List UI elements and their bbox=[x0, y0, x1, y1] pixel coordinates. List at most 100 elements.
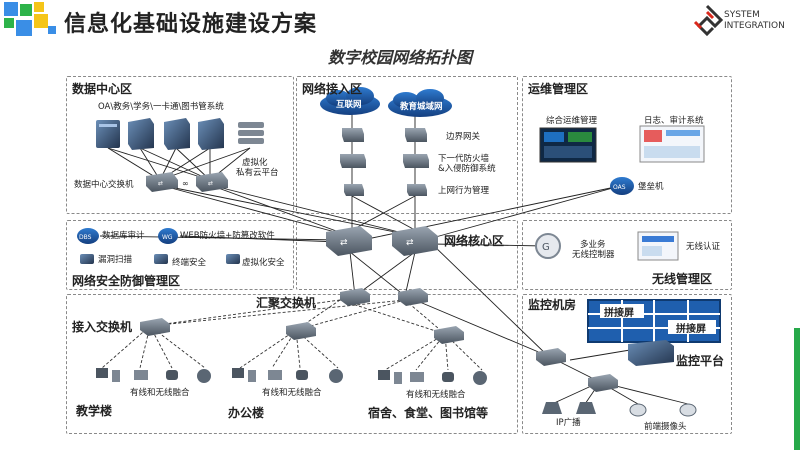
behavior-manager-icon bbox=[344, 184, 364, 196]
bastion-label: 堡垒机 bbox=[638, 182, 664, 192]
logo-text: SYSTEM INTEGRATION bbox=[724, 10, 785, 32]
ip-broadcast-label: IP广播 bbox=[556, 418, 581, 428]
waf-label: WEB防火墙+防篡改软件 bbox=[180, 231, 275, 241]
zone-ops bbox=[522, 76, 732, 214]
system-integration-logo-icon bbox=[693, 4, 724, 37]
zone-access-net bbox=[296, 76, 518, 214]
router-icon bbox=[342, 128, 364, 142]
wireless-ap-icon bbox=[473, 371, 487, 385]
monitor-platform-label: 监控平台 bbox=[676, 354, 725, 368]
waf-icon: WG bbox=[158, 228, 178, 244]
db-audit-icon: DBS bbox=[77, 228, 99, 244]
zone-label-access-net: 网络接入区 bbox=[302, 82, 363, 96]
storage-stack-icon bbox=[238, 122, 264, 144]
zone-label-monitor: 监控机房 bbox=[528, 298, 577, 312]
firewall-icon bbox=[403, 154, 429, 168]
wireless-auth-label: 无线认证 bbox=[686, 242, 721, 252]
video-wall-icon bbox=[587, 299, 721, 343]
pc-icon bbox=[96, 368, 108, 378]
access-switch-label: 接入交换机 bbox=[72, 320, 133, 334]
datacenter-systems-label: OA\教务\学务\一卡通\图书管系统 bbox=[98, 102, 224, 112]
svg-text:G: G bbox=[542, 242, 550, 253]
behavior-manager-icon bbox=[407, 184, 427, 196]
monitor-platform-server-icon bbox=[628, 340, 674, 366]
deco-square-green bbox=[20, 4, 32, 16]
internet-cloud-icon bbox=[320, 87, 380, 115]
server-icon bbox=[164, 118, 190, 150]
tower-icon bbox=[248, 370, 256, 382]
office-building-label: 办公楼 bbox=[228, 406, 265, 420]
vuln-scan-label: 漏洞扫描 bbox=[98, 255, 133, 265]
endpoint-group-office bbox=[232, 368, 343, 383]
camera-icon bbox=[679, 403, 697, 417]
border-gateway-label: 边界网关 bbox=[446, 132, 481, 142]
page-title: 信息化基础设施建设方案 bbox=[64, 12, 318, 37]
deco-square-yellow-2 bbox=[34, 14, 48, 28]
zone-wireless bbox=[522, 220, 732, 290]
monitor-switch-icon bbox=[588, 374, 618, 392]
aggregation-switch-label: 汇聚交换机 bbox=[256, 296, 317, 310]
printer-icon bbox=[134, 370, 148, 380]
core-switch-icon: ⇄ bbox=[326, 226, 372, 256]
logo-line-1: SYSTEM bbox=[724, 10, 760, 20]
core-switch-icon: ⇄ bbox=[392, 226, 438, 256]
datacenter-switch-icon: ⇄ bbox=[146, 172, 178, 192]
access-switch-icon bbox=[140, 318, 170, 336]
vuln-scan-icon bbox=[80, 254, 94, 264]
server-icon bbox=[198, 118, 224, 150]
phone-icon bbox=[296, 370, 308, 380]
accent-side-bar bbox=[794, 328, 800, 450]
svg-text:DBS: DBS bbox=[79, 234, 92, 241]
wireless-controller-label-2: 无线控制器 bbox=[572, 250, 615, 260]
ip-broadcast-speaker-icon bbox=[576, 402, 596, 414]
monitor-switch-icon bbox=[536, 348, 566, 366]
printer-icon bbox=[410, 372, 424, 382]
tower-icon bbox=[394, 372, 402, 384]
svg-text:WG: WG bbox=[162, 234, 173, 241]
bastion-icon-text: OAS bbox=[613, 184, 626, 191]
logo-line-2: INTEGRATION bbox=[724, 21, 785, 31]
router-icon bbox=[405, 128, 427, 142]
svg-text:⇄: ⇄ bbox=[208, 180, 213, 187]
zone-label-security: 网络安全防御管理区 bbox=[72, 274, 181, 288]
pc-icon bbox=[378, 370, 390, 380]
wireless-ap-icon bbox=[329, 369, 343, 383]
virtualization-label-2: 私有云平台 bbox=[236, 168, 279, 178]
access-switch-icon bbox=[434, 326, 464, 344]
virtualization-label-1: 虚拟化 bbox=[242, 158, 268, 168]
svg-text:∞: ∞ bbox=[182, 179, 189, 188]
virtualization-security-icon bbox=[226, 254, 240, 264]
virt-security-label: 虚拟化安全 bbox=[242, 258, 285, 268]
deco-square-blue bbox=[4, 2, 18, 16]
camera-label: 前端摄像头 bbox=[644, 422, 687, 432]
video-wall-label: 拼接屏 bbox=[604, 308, 634, 319]
zone-label-wireless: 无线管理区 bbox=[652, 272, 713, 286]
diagram-title: 数字校园网络拓扑图 bbox=[327, 48, 472, 67]
fusion-label-dorm: 有线和无线融合 bbox=[406, 390, 466, 400]
datacenter-switch-label: 数据中心交换机 bbox=[74, 180, 134, 190]
printer-icon bbox=[268, 370, 282, 380]
zone-label-core: 网络核心区 bbox=[444, 234, 505, 248]
ops-dashboard-icon bbox=[539, 127, 597, 163]
server-icon bbox=[128, 118, 154, 150]
wireless-ap-icon bbox=[197, 369, 211, 383]
pc-icon bbox=[232, 368, 244, 378]
access-switch-icon bbox=[286, 322, 316, 340]
zone-label-ops: 运维管理区 bbox=[528, 82, 589, 96]
endpoint-group-dorm bbox=[378, 370, 487, 385]
zone-label-datacenter: 数据中心区 bbox=[72, 82, 133, 96]
aggregation-switch-icon bbox=[340, 288, 370, 306]
behavior-label: 上网行为管理 bbox=[438, 186, 490, 196]
firewall-label-2: &入侵防御系统 bbox=[438, 164, 496, 174]
bastion-host-icon: OAS bbox=[610, 177, 634, 195]
fusion-label-office: 有线和无线融合 bbox=[262, 388, 322, 398]
integrated-ops-label: 综合运维管理 bbox=[546, 116, 598, 126]
firewall-icon bbox=[340, 154, 366, 168]
zone-aggregation bbox=[66, 294, 518, 434]
deco-square-yellow bbox=[34, 2, 44, 12]
edu-net-label: 教育城域网 bbox=[400, 102, 443, 112]
wireless-controller-icon: G bbox=[535, 233, 561, 259]
camera-icon bbox=[629, 403, 647, 417]
video-wall-label-2: 拼接屏 bbox=[676, 324, 706, 335]
